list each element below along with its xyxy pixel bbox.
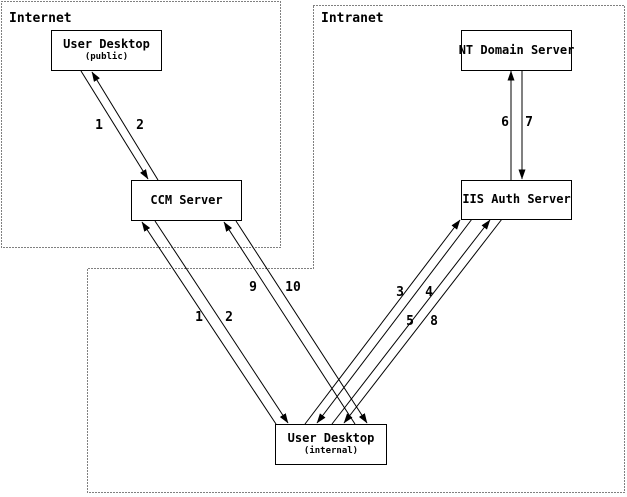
node-label: CCM Server [150, 192, 223, 207]
node-sublabel: (public) [84, 52, 129, 63]
arrow-ccm-to-internal-desktop [154, 220, 289, 424]
arrow-internal-desktop-to-iis-2 [331, 219, 491, 425]
flow-label-2-internal: 2 [225, 310, 233, 325]
flow-label-4: 4 [425, 285, 433, 300]
node-label: User Desktop [63, 37, 150, 52]
node-label: IIS Auth Server [462, 192, 571, 207]
flow-label-5: 5 [406, 314, 414, 329]
flow-label-9: 9 [249, 280, 257, 295]
flow-label-1-public: 1 [95, 118, 103, 133]
arrow-public-desktop-to-ccm [80, 70, 149, 180]
node-user-desktop-public: User Desktop (public) [51, 30, 162, 71]
arrow-ccm-to-internal-desktop-2 [235, 220, 368, 424]
arrow-ccm-to-public-desktop [91, 71, 159, 181]
internet-zone-label: Internet [9, 11, 72, 26]
arrow-iis-to-internal-desktop [316, 218, 473, 424]
flow-label-8: 8 [430, 314, 438, 329]
intranet-zone-border [87, 5, 625, 493]
arrow-iis-to-internal-desktop-2 [343, 218, 503, 424]
internet-zone-border [1, 1, 281, 248]
flow-label-3: 3 [396, 285, 404, 300]
node-ccm-server: CCM Server [131, 180, 242, 221]
flow-label-1-internal: 1 [195, 310, 203, 325]
arrow-internal-desktop-to-ccm [141, 221, 277, 425]
flow-label-7: 7 [525, 115, 533, 130]
node-nt-domain-server: NT Domain Server [458, 30, 575, 71]
node-user-desktop-internal: User Desktop (internal) [275, 424, 387, 465]
node-iis-auth-server: IIS Auth Server [461, 180, 572, 220]
flow-label-2-public: 2 [136, 118, 144, 133]
arrow-internal-desktop-to-ccm-2 [223, 221, 356, 425]
node-label: User Desktop [287, 431, 375, 446]
intranet-zone-label: Intranet [321, 11, 384, 26]
node-label: NT Domain Server [458, 42, 575, 57]
flow-label-10: 10 [285, 280, 301, 295]
node-sublabel: (internal) [303, 446, 359, 457]
arrow-internal-desktop-to-iis [304, 219, 461, 425]
flow-label-6: 6 [501, 115, 509, 130]
